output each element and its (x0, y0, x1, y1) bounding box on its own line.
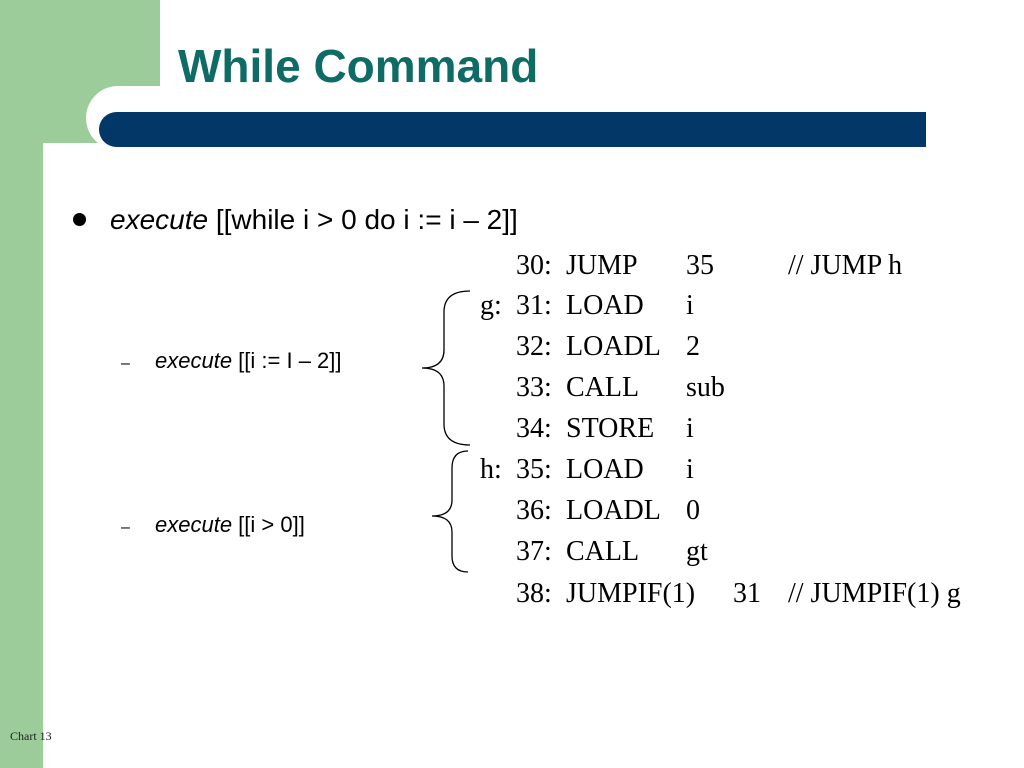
code-label: g: (480, 290, 502, 321)
code-arg: i (686, 413, 694, 444)
sub-bullet-2: execute [[i > 0]] (155, 510, 305, 540)
code-addr: 38: (516, 578, 552, 609)
code-op: CALL (566, 372, 640, 403)
sub-bullet-keyword: execute (155, 512, 233, 537)
code-addr: 31: (516, 290, 552, 321)
code-addr: 34: (516, 413, 552, 444)
sub-bullet-dash-2: – (121, 519, 130, 536)
bullet-text: [[while i > 0 do i := i – 2]] (208, 204, 518, 235)
slide-title: While Command (178, 40, 539, 92)
brace-sub-2 (431, 450, 469, 573)
sub-bullet-keyword: execute (155, 348, 233, 373)
code-arg: gt (686, 536, 708, 567)
code-op: JUMP (566, 250, 638, 281)
code-op: LOADL (566, 495, 661, 526)
sub-bullet-1: execute [[i := I – 2]] (155, 346, 342, 376)
code-addr: 37: (516, 536, 552, 567)
sub-bullet-text: [[i := I – 2]] (232, 348, 342, 373)
brace-sub-1 (421, 290, 471, 446)
code-addr: 32: (516, 331, 552, 362)
code-arg: i (686, 454, 694, 485)
bullet-keyword: execute (110, 204, 209, 235)
code-arg: 31 (733, 578, 761, 609)
code-op: LOAD (566, 290, 644, 321)
code-op: CALL (566, 536, 640, 567)
code-addr: 35: (516, 454, 552, 485)
code-addr: 33: (516, 372, 552, 403)
slide-footer: Chart 13 (10, 729, 52, 743)
sub-bullet-text: [[i > 0]] (232, 512, 305, 537)
left-decor-bar (0, 0, 43, 768)
code-arg: 2 (686, 331, 700, 362)
code-op: JUMPIF(1) (566, 578, 696, 609)
code-op: LOADL (566, 331, 661, 362)
code-addr: 36: (516, 495, 552, 526)
code-arg: 35 (686, 250, 714, 281)
code-arg: i (686, 290, 694, 321)
code-arg: sub (686, 372, 725, 403)
code-op: LOAD (566, 454, 644, 485)
code-comment: // JUMPIF(1) g (788, 578, 961, 609)
code-comment: // JUMP h (788, 250, 903, 281)
main-bullet: execute [[while i > 0 do i := i – 2]] (110, 200, 518, 240)
code-op: STORE (566, 413, 655, 444)
code-label: h: (480, 454, 502, 485)
title-underline-bar (99, 112, 926, 147)
bullet-dot (73, 213, 86, 226)
code-addr: 30: (516, 250, 552, 281)
sub-bullet-dash-1: – (121, 355, 130, 372)
code-arg: 0 (686, 495, 700, 526)
